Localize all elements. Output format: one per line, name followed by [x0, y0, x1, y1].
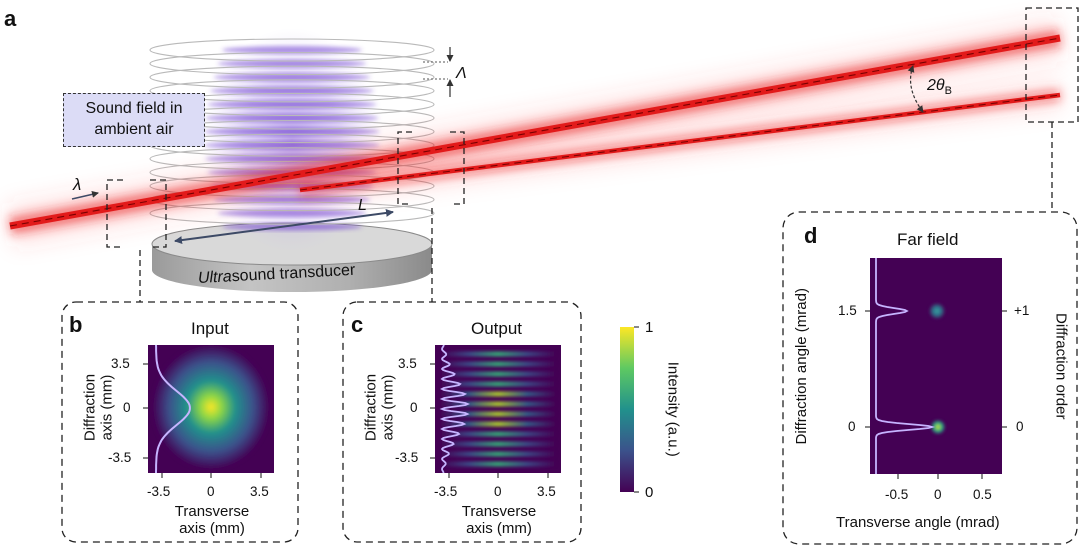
- interaction-length-label: L: [358, 197, 367, 214]
- acoustic-period-marker: [423, 47, 454, 97]
- far-field-xtick-left: -0.5: [885, 487, 909, 502]
- fringe-line: [440, 401, 556, 407]
- far-field-ytick-top: 1.5: [838, 303, 857, 318]
- fringe-line: [440, 381, 556, 387]
- output-fringes: [440, 351, 556, 467]
- input-axes-ticks: [143, 363, 262, 478]
- pressure-stripe: [205, 114, 379, 122]
- first-order-spot: [929, 303, 945, 319]
- far-field-panel: [782, 211, 1078, 545]
- pressure-stripe: [217, 59, 367, 68]
- output-panel: [342, 301, 582, 543]
- input-title: Input: [191, 319, 229, 338]
- input-xlabel-line2: axis (mm): [179, 520, 245, 538]
- input-ylabel-line1: Diffraction: [81, 373, 99, 442]
- output-title: Output: [471, 319, 523, 338]
- output-axes-ticks: [430, 363, 549, 478]
- output-intensity-profile: [439, 345, 471, 473]
- pressure-stripe: [204, 127, 380, 136]
- sound-field-callout: Sound field in ambient air: [63, 93, 205, 147]
- far-field-xtick-right: 0.5: [973, 487, 992, 502]
- panel-label-b: b: [69, 312, 83, 337]
- input-xlabel-line1: Transverse: [174, 503, 250, 520]
- output-xlabel-line2: axis (mm): [466, 520, 532, 538]
- acoustic-period-label: Λ: [456, 65, 467, 82]
- output-ylabel: Diffraction axis (mm): [362, 353, 397, 463]
- bragg-angle-arrow: [907, 65, 924, 113]
- bragg-angle-label: 2θB: [927, 78, 952, 97]
- far-field-title: Far field: [897, 230, 959, 249]
- pressure-stripe: [210, 87, 374, 95]
- fringe-line: [440, 421, 556, 427]
- output-xtick-left: -3.5: [434, 484, 458, 499]
- fringe-line: [440, 361, 556, 367]
- bragg-angle-subscript: B: [944, 85, 952, 98]
- wavelength-label: λ: [73, 175, 82, 194]
- interaction-length-arrow: [174, 208, 394, 245]
- input-ytick-bottom: -3.5: [108, 450, 132, 465]
- input-xtick-mid: 0: [207, 484, 215, 499]
- zoom-indicators: [106, 7, 1079, 302]
- pressure-stripe: [213, 73, 371, 81]
- input-intensity-profile: [155, 345, 191, 473]
- colorbar-label: Intensity (a.u.): [664, 361, 682, 457]
- output-xtick-right: 3.5: [537, 484, 556, 499]
- pressure-stripe: [222, 46, 362, 54]
- wavefront-ring: [149, 38, 435, 62]
- transducer-label-italic: Ultra: [197, 268, 233, 287]
- bragg-angle-text: 2θ: [927, 77, 945, 94]
- output-ytick-top: 3.5: [398, 356, 417, 371]
- fringe-line: [440, 431, 556, 437]
- fringe-line: [440, 411, 556, 417]
- input-xlabel: Transverse axis (mm): [137, 503, 287, 538]
- fringe-line: [440, 441, 556, 447]
- far-field-profile: [875, 258, 936, 474]
- input-panel: [61, 301, 299, 543]
- intensity-colorbar: [620, 326, 639, 493]
- output-ylabel-line2: axis (mm): [379, 374, 396, 441]
- colorbar-max: 1: [645, 319, 654, 336]
- fringe-line: [440, 351, 556, 357]
- fringe-line: [440, 371, 556, 377]
- wavefront-ring: [149, 52, 435, 76]
- input-beam-spot: [153, 345, 269, 469]
- zeroth-order-spot: [931, 420, 945, 434]
- fringe-line: [440, 461, 556, 467]
- input-xtick-right: 3.5: [250, 484, 269, 499]
- output-xlabel: Transverse axis (mm): [424, 503, 574, 538]
- far-field-ytick-bottom: 0: [848, 419, 856, 434]
- colorbar-min: 0: [645, 484, 654, 501]
- fringe-line: [440, 451, 556, 457]
- output-ylabel-line1: Diffraction: [362, 373, 380, 442]
- input-ytick-top: 3.5: [111, 356, 130, 371]
- overview-panel: [6, 7, 1079, 302]
- panel-label-c: c: [351, 312, 364, 337]
- sound-field-label-line2: ambient air: [94, 120, 174, 138]
- far-field-right-tick-top: +1: [1014, 303, 1030, 318]
- pressure-stripe: [207, 100, 377, 109]
- far-field-ylabel: Diffraction angle (mrad): [792, 288, 810, 445]
- wavefront-ring: [149, 65, 435, 89]
- panel-label-d: d: [804, 223, 818, 248]
- far-field-xlabel: Transverse angle (mrad): [836, 514, 1000, 531]
- far-field-right-tick-bottom: 0: [1016, 419, 1024, 434]
- output-ytick-mid: 0: [410, 400, 418, 415]
- output-ytick-bottom: -3.5: [395, 450, 419, 465]
- far-field-ticks: [865, 310, 1007, 479]
- laser-beams: [6, 16, 1064, 248]
- input-ytick-mid: 0: [123, 400, 131, 415]
- wavefront-ring: [149, 79, 435, 103]
- output-xtick-mid: 0: [494, 484, 502, 499]
- far-field-xtick-mid: 0: [934, 487, 942, 502]
- input-xtick-left: -3.5: [147, 484, 171, 499]
- sound-field-label-line1: Sound field in: [85, 100, 183, 117]
- far-field-right-label: Diffraction order: [1052, 313, 1070, 420]
- output-xlabel-line1: Transverse: [461, 503, 537, 520]
- panel-label-a: a: [4, 6, 17, 31]
- wavelength-arrow: [71, 190, 99, 200]
- fringe-line: [440, 391, 556, 397]
